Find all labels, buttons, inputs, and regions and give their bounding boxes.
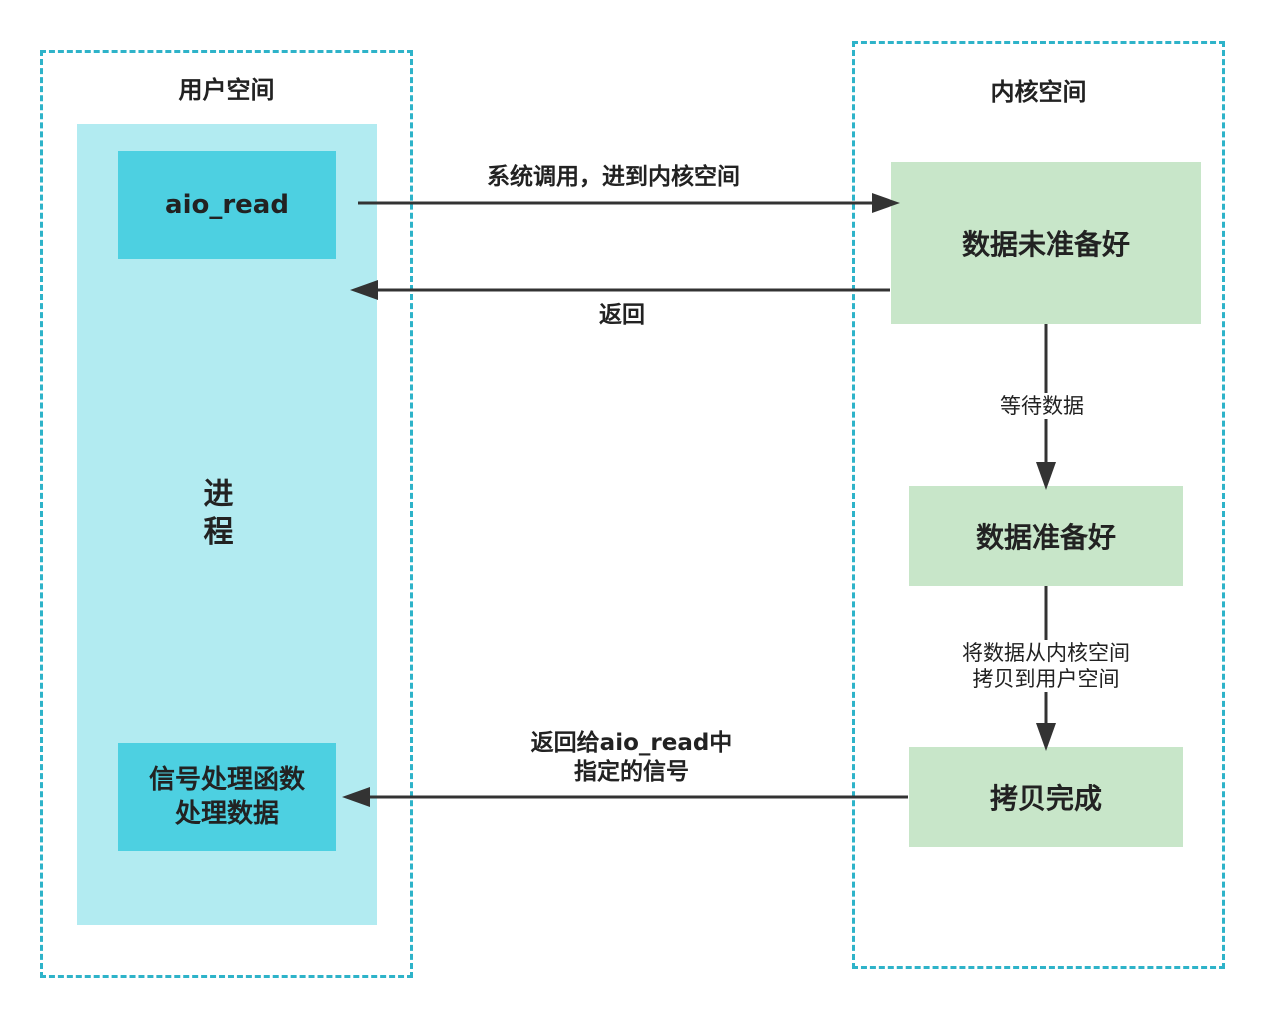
aio-read-label: aio_read xyxy=(165,190,289,220)
syscall-label: 系统调用，进到内核空间 xyxy=(486,163,741,192)
wait-data-label: 等待数据 xyxy=(1000,393,1084,419)
data-ready-label: 数据准备好 xyxy=(975,521,1116,554)
signal-handler-label: 信号处理函数 处理数据 xyxy=(148,765,305,829)
data-not-ready-label: 数据未准备好 xyxy=(961,228,1130,261)
copy-data-label: 将数据从内核空间 拷贝到用户空间 xyxy=(955,640,1137,692)
user-space-zone: 用户空间 xyxy=(40,50,413,978)
data-not-ready-box: 数据未准备好 xyxy=(891,162,1201,324)
return-arrowhead xyxy=(350,280,378,300)
data-ready-box: 数据准备好 xyxy=(909,486,1183,586)
signal-handler-box: 信号处理函数 处理数据 xyxy=(118,743,336,851)
user-space-title: 用户空间 xyxy=(178,76,275,104)
wait-arrowhead xyxy=(1036,462,1056,490)
copy-done-label: 拷贝完成 xyxy=(989,782,1102,815)
return-signal-arrowhead xyxy=(342,787,370,807)
copy-done-box: 拷贝完成 xyxy=(909,747,1183,847)
return-label: 返回 xyxy=(598,301,646,330)
kernel-space-zone: 内核空间 xyxy=(852,41,1225,969)
copy-arrowhead xyxy=(1036,723,1056,751)
kernel-space-title: 内核空间 xyxy=(990,78,1087,106)
aio-read-box: aio_read xyxy=(118,151,336,259)
return-signal-label: 返回给aio_read中 指定的信号 xyxy=(528,729,735,787)
process-label: 进 程 xyxy=(203,477,234,550)
syscall-arrowhead xyxy=(872,193,900,213)
